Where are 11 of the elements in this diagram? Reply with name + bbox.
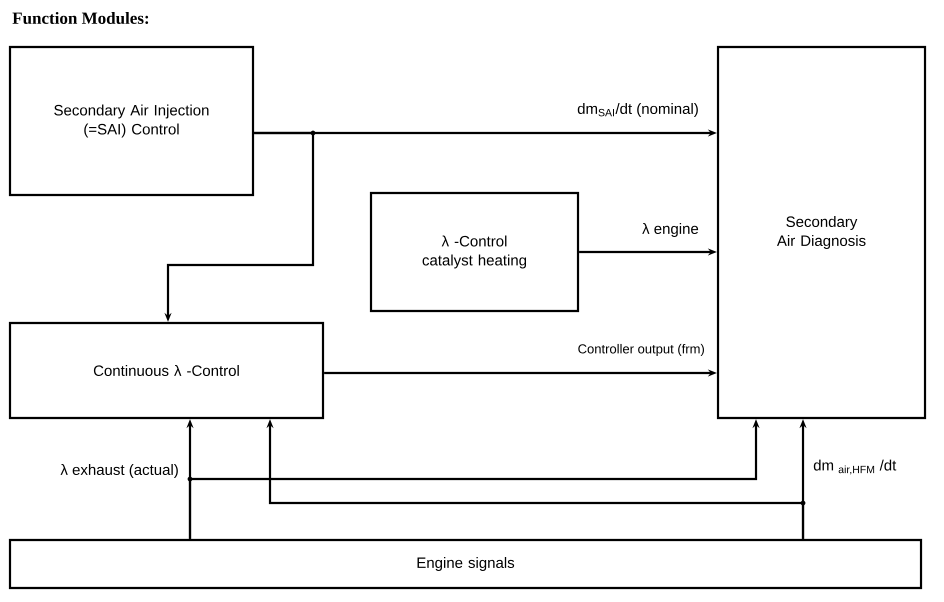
edge-label: dm$_{SAI}$/dt (nominal) xyxy=(576,102,700,118)
module-box: Secondary Air Diagnosis xyxy=(716,46,926,420)
edge-label: λ exhaust (actual) xyxy=(59,463,180,479)
module-box: λ -Control catalyst heating xyxy=(370,192,580,312)
module-box: Secondary Air Injection (=SAI) Control xyxy=(8,46,254,196)
module-box: Engine signals xyxy=(8,538,922,590)
edge-label: Controller output (frm) xyxy=(576,342,706,358)
module-box: Continuous λ -Control xyxy=(8,322,324,420)
edge-label: dm $_{air,HFM}$ /dt xyxy=(812,458,898,476)
title: Function Modules: xyxy=(12,12,148,24)
edge-label: λ engine xyxy=(641,222,700,238)
